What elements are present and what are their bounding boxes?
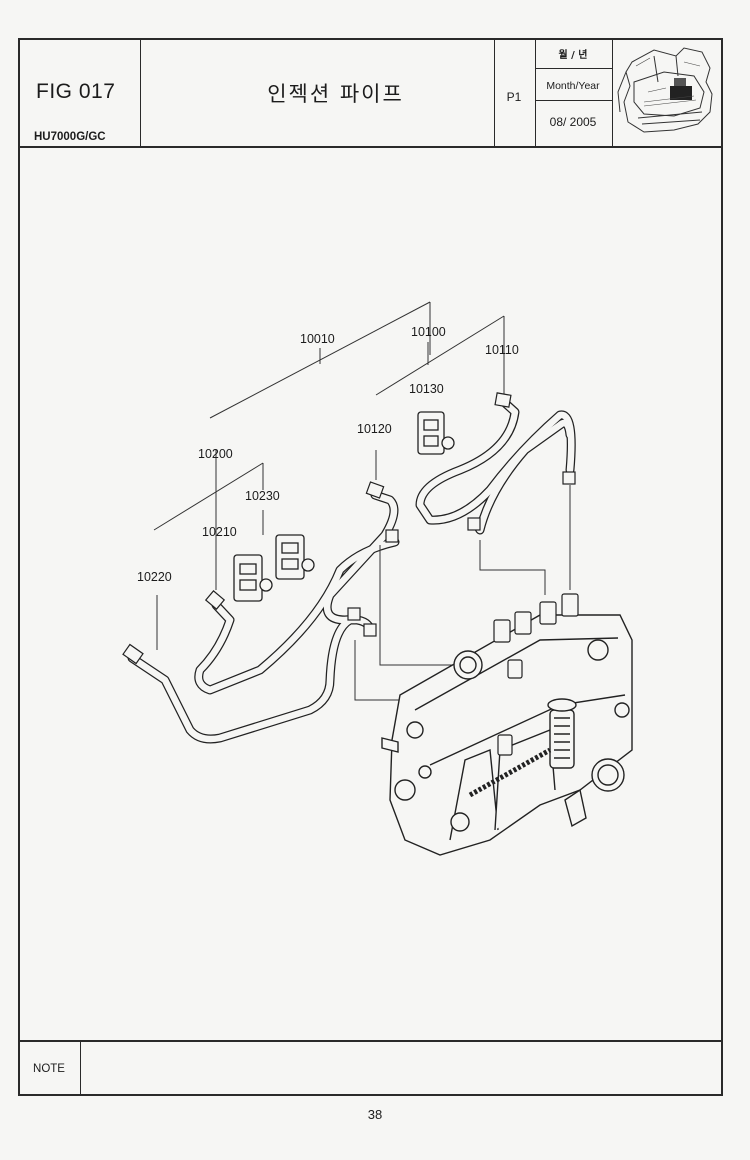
page-frame: [18, 38, 723, 1096]
clamp-10130: [417, 411, 455, 455]
model-name: HU7000G/GC: [34, 131, 106, 143]
part-label-10110: 10110: [485, 343, 519, 357]
page-title: 인젝션 파이프: [267, 82, 404, 106]
revision-date: 08/ 2005: [549, 115, 597, 129]
part-label-10010: 10010: [300, 332, 335, 346]
injection-pipe-diagram: 10010 10100 10110 10130 10120 10200 1023…: [122, 301, 633, 856]
clamp-10210: [233, 554, 273, 602]
title-block: FIG 017 HU7000G/GC 인젝션 파이프 P1 월 / 년 Mont…: [18, 38, 723, 148]
note-box: NOTE: [18, 1040, 723, 1096]
part-label-10200: 10200: [198, 447, 233, 461]
part-label-10130: 10130: [409, 382, 444, 396]
part-label-10230: 10230: [245, 489, 280, 503]
part-label-10100: 10100: [411, 325, 446, 339]
page-number: 38: [367, 1107, 383, 1122]
part-label-10120: 10120: [357, 422, 392, 436]
note-label: NOTE: [18, 1042, 81, 1096]
page-indicator: P1: [506, 90, 522, 104]
month-year-label-en: Month/Year: [546, 80, 600, 92]
machine-thumbnail-icon: [617, 47, 713, 133]
part-label-10210: 10210: [202, 525, 237, 539]
month-year-label-ko: 월 / 년: [558, 50, 588, 61]
clamp-10230: [275, 534, 315, 580]
part-label-10220: 10220: [137, 570, 172, 584]
figure-number: FIG 017: [36, 80, 116, 103]
